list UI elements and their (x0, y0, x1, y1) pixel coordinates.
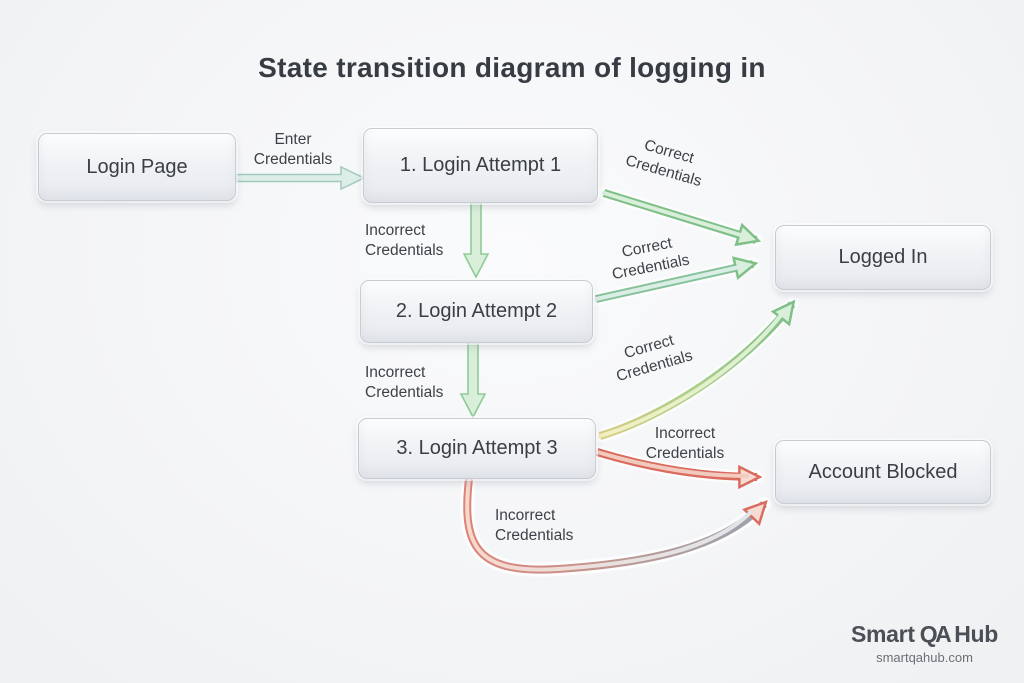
node-account-blocked-label: Account Blocked (808, 460, 958, 483)
edge-attempt-1-to-logged-in (597, 186, 763, 247)
node-login-attempt-3-label: 3. Login Attempt 3 (396, 437, 558, 459)
node-login-page-label: Login Page (86, 155, 188, 178)
node-login-attempt-1-label: 1. Login Attempt 1 (399, 154, 562, 176)
node-logged-in: Logged In (775, 225, 991, 290)
node-account-blocked: Account Blocked (775, 440, 991, 504)
edge-attempt-3-to-account-blocked (590, 445, 764, 477)
node-login-attempt-2: 2. Login Attempt 2 (360, 280, 593, 343)
edge-label-incorrect-3: Incorrect Credentials (645, 425, 725, 463)
edge-label-incorrect-2: Incorrect Credentials (365, 364, 444, 402)
edge-login-page-to-attempt-1 (235, 165, 366, 191)
edge-attempt-1-to-attempt-2 (462, 201, 490, 279)
edge-label-incorrect-1: Incorrect Credentials (365, 222, 444, 260)
edge-attempt-3-to-account-blocked-curve (460, 472, 771, 577)
edge-label-incorrect-4: Incorrect Credentials (495, 507, 574, 545)
node-login-attempt-2-label: 2. Login Attempt 2 (395, 300, 558, 322)
brand-logo-smart: Smart (850, 621, 915, 647)
edge-attempt-2-to-logged-in (589, 264, 760, 306)
edge-attempt-3-to-logged-in (593, 297, 799, 443)
brand-logo-hub: Hub (954, 621, 998, 647)
node-login-attempt-3: 3. Login Attempt 3 (358, 418, 596, 479)
node-login-attempt-1: 1. Login Attempt 1 (363, 128, 598, 203)
node-logged-in-label: Logged In (838, 246, 928, 268)
brand-logo-qa: QA (919, 621, 952, 647)
diagram-title: State transition diagram of logging in (258, 52, 766, 83)
node-login-page: Login Page (38, 133, 236, 201)
edge-attempt-2-to-attempt-3 (459, 341, 487, 419)
brand-website: smartqahub.com (876, 650, 973, 665)
edge-label-enter-credentials: Enter Credentials (253, 131, 333, 169)
